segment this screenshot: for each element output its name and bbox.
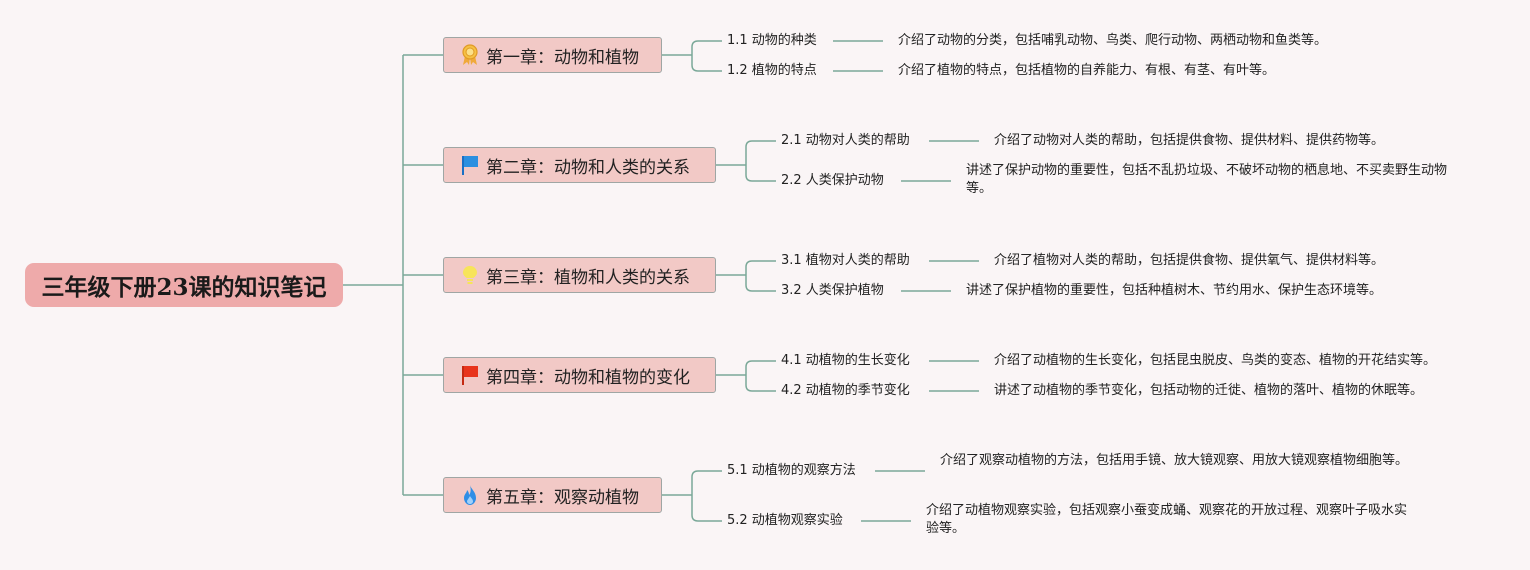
section-1-1-branch: [691, 40, 722, 55]
blue-flag-icon: [460, 154, 480, 176]
section-1-2-title[interactable]: 1.2 植物的特点: [727, 63, 817, 78]
lightbulb-icon: [460, 264, 480, 286]
section-3-2-branch: [745, 275, 776, 292]
section-2-1-branch: [745, 140, 776, 165]
section-5-1-title[interactable]: 5.1 动植物的观察方法: [727, 463, 856, 478]
section-5-2-desc: 介绍了动植物观察实验，包括观察小蚕变成蛹、观察花的开放过程、观察叶子吸水实验等。: [926, 503, 1408, 536]
section-2-2-title[interactable]: 2.2 人类保护动物: [781, 173, 884, 188]
chapter-4-title: 第四章：动物和植物的变化: [486, 367, 690, 388]
ribbon-award-icon: [460, 44, 480, 66]
section-5-1-branch: [691, 470, 722, 495]
section-3-1-title[interactable]: 3.1 植物对人类的帮助: [781, 253, 910, 268]
flame-icon: [460, 484, 480, 506]
chapter-5-title: 第五章：观察动植物: [486, 487, 639, 508]
section-3-2-desc: 讲述了保护植物的重要性，包括种植树木、节约用水、保护生态环境等。: [966, 283, 1383, 298]
chapter-1-title: 第一章：动物和植物: [486, 47, 639, 68]
section-2-2-desc: 讲述了保护动物的重要性，包括不乱扔垃圾、不破坏动物的栖息地、不买卖野生动物等。: [966, 163, 1448, 196]
chapter-3-title: 第三章：植物和人类的关系: [486, 267, 690, 288]
section-4-2-branch: [745, 375, 776, 392]
section-4-1-branch: [745, 360, 776, 375]
section-5-2-title[interactable]: 5.2 动植物观察实验: [727, 513, 843, 528]
section-4-2-desc: 讲述了动植物的季节变化，包括动物的迁徙、植物的落叶、植物的休眠等。: [994, 383, 1424, 398]
section-4-2-title[interactable]: 4.2 动植物的季节变化: [781, 383, 910, 398]
section-4-1-desc: 介绍了动植物的生长变化，包括昆虫脱皮、鸟类的变态、植物的开花结实等。: [994, 353, 1437, 368]
chapter-4-topic[interactable]: 第四章：动物和植物的变化: [443, 357, 716, 393]
chapter-1-topic[interactable]: 第一章：动物和植物: [443, 37, 662, 73]
section-2-2-branch: [745, 165, 776, 182]
section-3-2-title[interactable]: 3.2 人类保护植物: [781, 283, 884, 298]
chapter-2-title: 第二章：动物和人类的关系: [486, 157, 690, 178]
chapter-3-topic[interactable]: 第三章：植物和人类的关系: [443, 257, 716, 293]
section-1-1-desc: 介绍了动物的分类，包括哺乳动物、鸟类、爬行动物、两栖动物和鱼类等。: [898, 33, 1328, 48]
root-topic[interactable]: 三年级下册23课的知识笔记: [25, 263, 343, 307]
section-2-1-desc: 介绍了动物对人类的帮助，包括提供食物、提供材料、提供药物等。: [994, 133, 1385, 148]
section-5-2-branch: [691, 495, 722, 522]
section-2-1-title[interactable]: 2.1 动物对人类的帮助: [781, 133, 910, 148]
chapter-2-topic[interactable]: 第二章：动物和人类的关系: [443, 147, 716, 183]
red-flag-icon: [460, 364, 480, 386]
section-1-1-title[interactable]: 1.1 动物的种类: [727, 33, 817, 48]
section-1-2-branch: [691, 55, 722, 72]
section-5-1-desc: 介绍了观察动植物的方法，包括用手镜、放大镜观察、用放大镜观察植物细胞等。: [940, 453, 1409, 468]
section-3-1-desc: 介绍了植物对人类的帮助，包括提供食物、提供氧气、提供材料等。: [994, 253, 1385, 268]
section-1-2-desc: 介绍了植物的特点，包括植物的自养能力、有根、有茎、有叶等。: [898, 63, 1276, 78]
section-3-1-branch: [745, 260, 776, 275]
chapter-5-topic[interactable]: 第五章：观察动植物: [443, 477, 662, 513]
section-4-1-title[interactable]: 4.1 动植物的生长变化: [781, 353, 910, 368]
